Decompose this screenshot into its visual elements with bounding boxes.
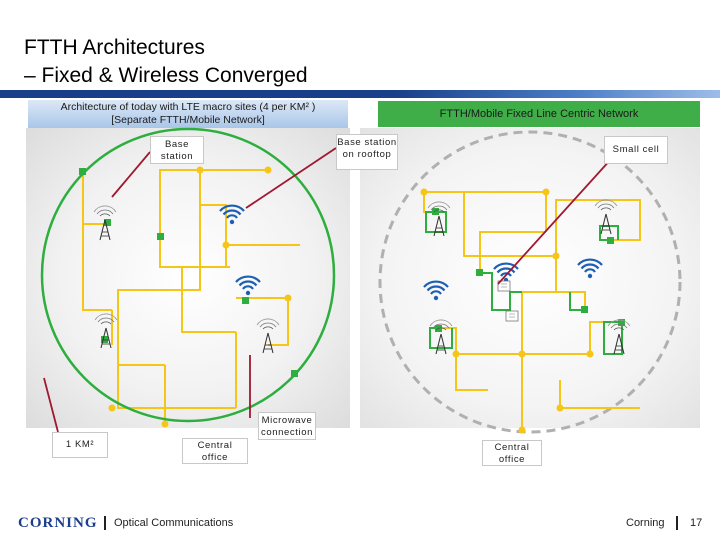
right-fiber-nodes <box>420 188 594 434</box>
slide-title: FTTH Architectures – Fixed & Wireless Co… <box>24 34 308 90</box>
left-header-line-2: [Separate FTTH/Mobile Network] <box>111 114 265 126</box>
right-building-icons <box>497 280 519 322</box>
title-line-1: FTTH Architectures <box>24 36 205 59</box>
corning-logo: CORNING <box>18 515 98 531</box>
wifi-signal-icon <box>422 280 450 302</box>
left-fiber-network <box>82 169 300 424</box>
cell-tower-icon <box>256 318 280 354</box>
label-small-cell: Small cell <box>604 136 668 164</box>
left-panel-header: Architecture of today with LTE macro sit… <box>28 100 348 128</box>
wifi-signal-icon <box>576 258 604 280</box>
right-wireless-icons <box>422 258 604 302</box>
label-area-1km2: 1 KM² <box>52 432 108 458</box>
wifi-signal-icon <box>234 275 262 297</box>
title-rule <box>0 90 720 98</box>
footer-separator-right <box>676 516 678 530</box>
left-callout-lines <box>43 147 337 433</box>
cell-tower-icon <box>594 199 618 235</box>
left-ring <box>40 127 336 423</box>
page-number: 17 <box>690 517 703 529</box>
right-dashed-ring <box>378 130 682 434</box>
footer-optical-communications: Optical Communications <box>114 517 234 529</box>
left-header-line-1: Architecture of today with LTE macro sit… <box>60 101 316 113</box>
right-callout-line <box>497 157 613 285</box>
title-line-2: – Fixed & Wireless Converged <box>24 64 308 87</box>
footer-company: Corning <box>626 517 665 529</box>
footer-separator-left <box>104 516 106 530</box>
left-fiber-nodes <box>108 166 292 428</box>
label-base-station-rooftop: Base station on rooftop <box>336 134 398 170</box>
left-ring-nodes <box>79 168 298 377</box>
right-green-nodes <box>432 208 625 332</box>
wifi-signal-icon <box>218 204 246 226</box>
label-central-office-right: Central office <box>482 440 542 466</box>
label-central-office-left: Central office <box>182 438 248 464</box>
right-panel-header: FTTH/Mobile Fixed Line Centric Network <box>378 101 700 127</box>
left-cell-tower-icons <box>93 205 280 354</box>
right-cell-tower-icons <box>427 199 631 355</box>
label-base-station: Base station <box>150 136 204 164</box>
right-fiber-network <box>423 191 641 430</box>
label-microwave-connection: Microwave connection <box>258 412 316 440</box>
building-icon <box>505 310 519 322</box>
